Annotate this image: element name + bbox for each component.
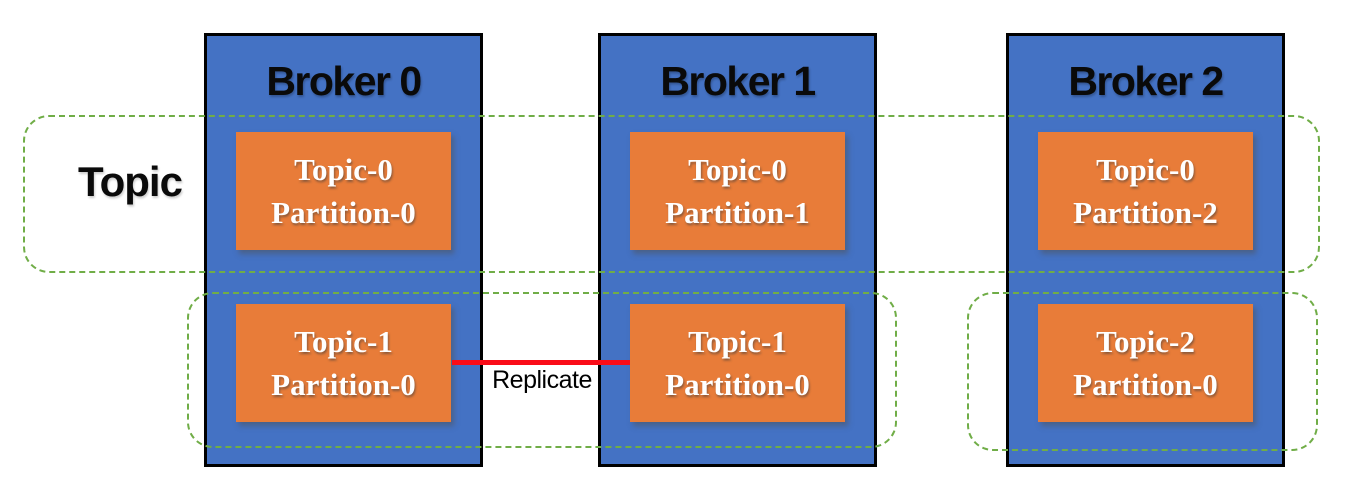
broker-2-box: Broker 2 Topic-0 Partition-2 Topic-2 Par… xyxy=(1006,33,1285,467)
partition-number-line: Partition-0 xyxy=(271,367,416,402)
broker-1-box: Broker 1 Topic-0 Partition-1 Topic-1 Par… xyxy=(598,33,877,467)
partition-box-broker1-topic1: Topic-1 Partition-0 xyxy=(630,304,845,422)
broker-0-box: Broker 0 Topic-0 Partition-0 Topic-1 Par… xyxy=(204,33,483,467)
partition-box-broker1-topic0: Topic-0 Partition-1 xyxy=(630,132,845,250)
partition-box-broker0-topic1: Topic-1 Partition-0 xyxy=(236,304,451,422)
partition-box-broker2-topic0: Topic-0 Partition-2 xyxy=(1038,132,1253,250)
broker-1-title: Broker 1 xyxy=(660,58,816,104)
partition-box-broker2-topic2: Topic-2 Partition-0 xyxy=(1038,304,1253,422)
broker-0-title: Broker 0 xyxy=(266,58,422,104)
partition-number-line: Partition-2 xyxy=(1073,195,1218,230)
partition-topic-line: Topic-0 xyxy=(1096,152,1195,187)
replicate-label: Replicate xyxy=(492,366,592,394)
partition-topic-line: Topic-0 xyxy=(688,152,787,187)
partition-topic-line: Topic-1 xyxy=(294,324,393,359)
partition-number-line: Partition-1 xyxy=(665,195,810,230)
topic-group-label: Topic xyxy=(78,158,183,205)
broker-2-title: Broker 2 xyxy=(1068,58,1224,104)
partition-topic-line: Topic-1 xyxy=(688,324,787,359)
partition-box-broker0-topic0: Topic-0 Partition-0 xyxy=(236,132,451,250)
partition-number-line: Partition-0 xyxy=(665,367,810,402)
partition-topic-line: Topic-2 xyxy=(1096,324,1195,359)
replicate-connector-line xyxy=(452,360,630,365)
partition-number-line: Partition-0 xyxy=(271,195,416,230)
partition-number-line: Partition-0 xyxy=(1073,367,1218,402)
partition-topic-line: Topic-0 xyxy=(294,152,393,187)
